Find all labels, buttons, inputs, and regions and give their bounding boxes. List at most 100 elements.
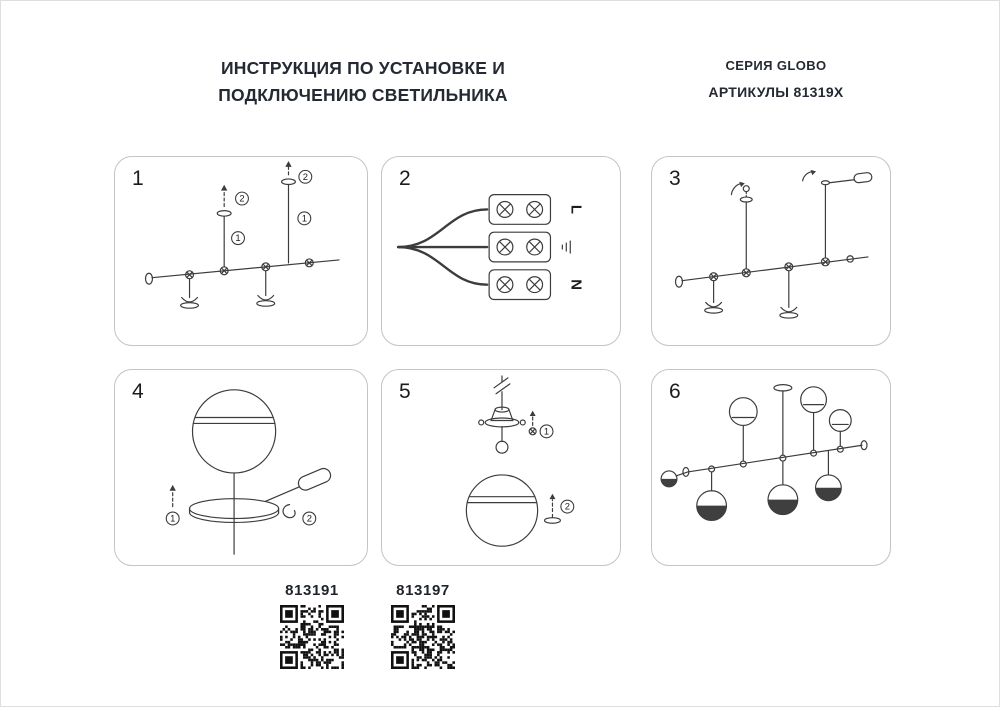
qr-code xyxy=(280,605,344,669)
product-code: 813191 xyxy=(285,582,339,599)
step-1-marker: 1 xyxy=(539,424,554,439)
mounting-bar xyxy=(687,444,863,473)
terminal-block xyxy=(488,194,552,301)
panel-number: 6 xyxy=(669,380,681,403)
product-code: 813197 xyxy=(396,582,450,599)
up-arrow-icon xyxy=(221,184,228,191)
step-1-marker: 1 xyxy=(231,231,246,246)
arm-side xyxy=(675,471,689,477)
canopy-screw xyxy=(478,419,485,426)
decor-ball xyxy=(495,440,509,454)
svg-text:1: 1 xyxy=(170,512,175,523)
series-block: СЕРИЯ GLOBO АРТИКУЛЫ 81319X xyxy=(656,58,896,100)
terminal-screw-icon xyxy=(496,276,514,294)
trim-ring-edge xyxy=(188,511,280,524)
svg-text:1: 1 xyxy=(235,232,240,243)
clip-part xyxy=(282,504,296,519)
terminal-screw-icon xyxy=(496,238,514,256)
ceiling-canopy xyxy=(773,384,793,392)
globe xyxy=(828,409,852,432)
globe xyxy=(660,470,678,488)
globe-shade xyxy=(661,478,677,487)
terminal-screw-icon xyxy=(526,276,544,294)
step-2-marker: 2 xyxy=(235,191,249,206)
step-2-marker: 2 xyxy=(302,511,317,526)
panel-number: 3 xyxy=(669,167,681,190)
series-label: СЕРИЯ GLOBO xyxy=(725,58,827,73)
screwdriver-handle xyxy=(297,467,332,491)
svg-text:1: 1 xyxy=(302,212,307,223)
title-line-1: ИНСТРУКЦИЯ ПО УСТАНОВКЕ И xyxy=(221,58,505,78)
canopy-cup xyxy=(216,210,232,217)
svg-text:2: 2 xyxy=(303,171,308,182)
lamp-shade xyxy=(180,302,200,309)
bar-end-cap xyxy=(860,440,868,451)
lamp-shade xyxy=(704,307,724,314)
screwdriver-shaft xyxy=(271,486,300,500)
lamp-holder xyxy=(780,306,798,313)
svg-text:2: 2 xyxy=(239,193,244,204)
globe xyxy=(800,386,828,414)
terminal-screw-icon xyxy=(526,200,544,218)
panel-2: 2 xyxy=(381,156,621,346)
glass-globe xyxy=(465,474,539,547)
line-label: L xyxy=(567,205,583,214)
panel-6: 6 xyxy=(651,369,891,566)
screwdriver-tip xyxy=(265,498,273,502)
panel-number: 2 xyxy=(399,167,411,190)
terminal-block-wiring-diagram: L N xyxy=(396,194,583,301)
terminal-screw-icon xyxy=(496,200,514,218)
cap-disc xyxy=(543,517,561,524)
panel-1: 1 xyxy=(114,156,368,346)
canopy-globe-mounting-diagram: 1 2 xyxy=(465,375,575,547)
canopy-cup xyxy=(490,409,514,422)
lamp-shade xyxy=(779,311,799,319)
screw-icon xyxy=(846,255,854,263)
top-arm xyxy=(828,179,855,184)
globe-shade xyxy=(696,505,727,521)
canopy-flange xyxy=(484,417,520,428)
break-mark xyxy=(495,383,511,395)
lamp-holder xyxy=(257,294,275,301)
up-arrow-icon xyxy=(169,484,176,491)
turn-arrow-head xyxy=(810,169,817,176)
articles-label: АРТИКУЛЫ 81319X xyxy=(708,84,844,100)
detached-tube xyxy=(853,172,873,184)
turn-arrow-icon xyxy=(730,183,741,196)
panel-number: 1 xyxy=(132,167,144,190)
step-1-marker: 1 xyxy=(165,511,180,526)
globe-shade xyxy=(815,487,842,501)
panel-3: 3 xyxy=(651,156,891,346)
panel-number: 4 xyxy=(132,380,144,403)
supply-wires xyxy=(396,208,489,286)
page-title: ИНСТРУКЦИЯ ПО УСТАНОВКЕ И ПОДКЛЮЧЕНИЮ СВ… xyxy=(148,55,578,109)
qr-code xyxy=(391,605,455,669)
globe xyxy=(728,397,758,427)
screw-icon xyxy=(304,258,314,268)
step-1-marker: 1 xyxy=(297,211,312,226)
turn-arrow-head xyxy=(739,181,745,188)
lamp-holder xyxy=(181,296,199,303)
step-2-marker: 2 xyxy=(560,499,575,514)
terminal-screw-icon xyxy=(526,238,544,256)
assembled-chandelier-diagram xyxy=(660,384,868,522)
globe-shade xyxy=(768,499,798,515)
svg-text:1: 1 xyxy=(544,425,549,436)
neutral-label: N xyxy=(567,279,583,290)
globe-ring-assembly-diagram: 1 2 xyxy=(165,389,332,555)
canopy-cup xyxy=(280,178,297,186)
panel-number: 5 xyxy=(399,380,411,403)
step-2-marker: 2 xyxy=(298,169,313,184)
finial-installation-diagram xyxy=(674,169,873,319)
lamp-holder xyxy=(705,301,723,308)
up-arrow-icon xyxy=(285,160,292,167)
panel-4: 4 1 2 xyxy=(114,369,368,566)
glass-globe xyxy=(191,389,277,474)
chandelier-rod-assembly-diagram: 2 1 2 1 xyxy=(144,160,340,309)
product-code-block: 813191 xyxy=(277,582,347,669)
bar-end-cap xyxy=(674,275,684,288)
break-mark xyxy=(493,377,509,389)
screw-icon xyxy=(528,427,537,436)
canopy-screw xyxy=(519,419,526,426)
